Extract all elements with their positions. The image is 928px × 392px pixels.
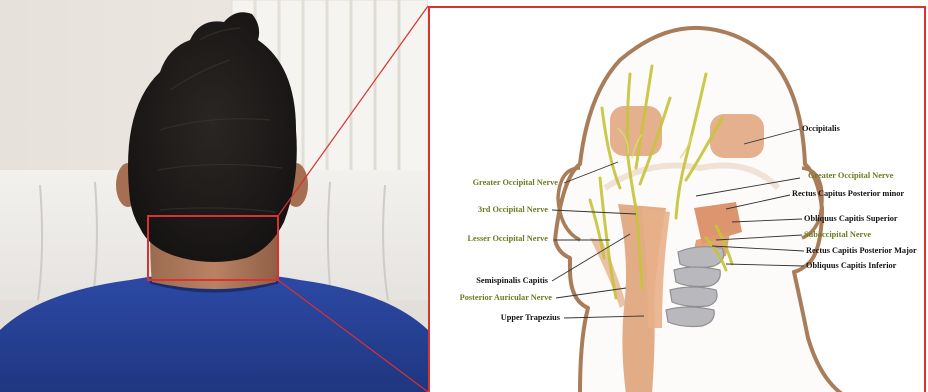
- label-posterior-auricular-nerve: Posterior Auricular Nerve: [460, 293, 552, 303]
- label-greater-occipital-nerve-right: Greater Occipital Nerve: [808, 171, 893, 181]
- label-lesser-occipital-nerve: Lesser Occipital Nerve: [468, 234, 549, 244]
- person-back-of-head-photo-icon: [0, 0, 428, 392]
- head-neck-anatomy-drawing: [430, 8, 926, 392]
- neck-anatomy-illustration: Greater Occipital Nerve 3rd Occipital Ne…: [428, 6, 926, 392]
- label-semispinalis-capitis: Semispinalis Capitis: [476, 276, 548, 286]
- back-of-head-photo: [0, 0, 428, 392]
- label-rectus-capitis-posterior-major: Rectus Capitis Posterior Major: [806, 246, 917, 256]
- label-occipitalis: Occipitalis: [802, 124, 840, 134]
- label-greater-occipital-nerve-left: Greater Occipital Nerve: [473, 178, 558, 188]
- label-obliquus-capitis-inferior: Obliquus Capitis Inferior: [806, 261, 896, 271]
- label-3rd-occipital-nerve: 3rd Occipital Nerve: [478, 205, 548, 215]
- label-suboccipital-nerve: Suboccipital Nerve: [804, 230, 871, 240]
- label-upper-trapezius: Upper Trapezius: [501, 313, 560, 323]
- label-obliquus-capitis-superior: Obliquus Capitis Superior: [804, 214, 898, 224]
- label-rectus-capitus-posterior-minor: Rectus Capitus Posterior minor: [792, 189, 904, 199]
